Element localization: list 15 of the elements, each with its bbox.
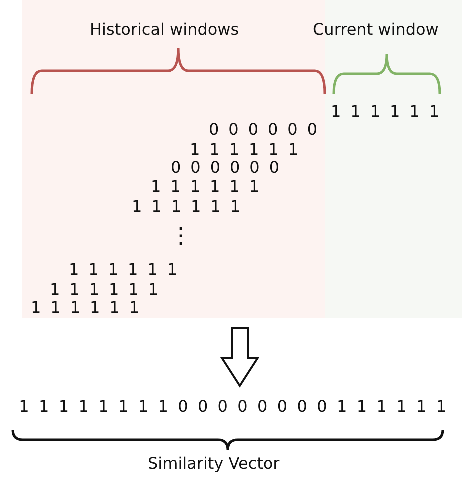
brace-caption: Similarity Vector [148, 455, 280, 473]
binary-row: 1 1 1 1 1 1 [132, 198, 243, 216]
binary-row: 1 1 1 1 1 1 [331, 103, 442, 121]
similarity-vector-text: 1 1 1 1 1 1 1 1 0 0 0 0 0 0 0 0 1 1 1 1 1 1 [8, 396, 460, 418]
binary-row: 1 1 1 1 1 1 [69, 261, 180, 279]
brace-heading: Current window [313, 21, 439, 39]
vertical-ellipsis: ⋮ [170, 225, 192, 249]
down-arrow [220, 327, 260, 388]
binary-row: 1 1 1 1 1 1 [151, 178, 262, 196]
binary-row: 1 1 1 1 1 1 [50, 281, 161, 299]
binary-row: 0 0 0 0 0 0 [171, 159, 282, 177]
brace-heading: Historical windows [90, 21, 240, 39]
binary-row: 1 1 1 1 1 1 [31, 299, 142, 317]
binary-row: 0 0 0 0 0 0 [209, 121, 320, 139]
binary-row: 1 1 1 1 1 1 [190, 141, 301, 159]
